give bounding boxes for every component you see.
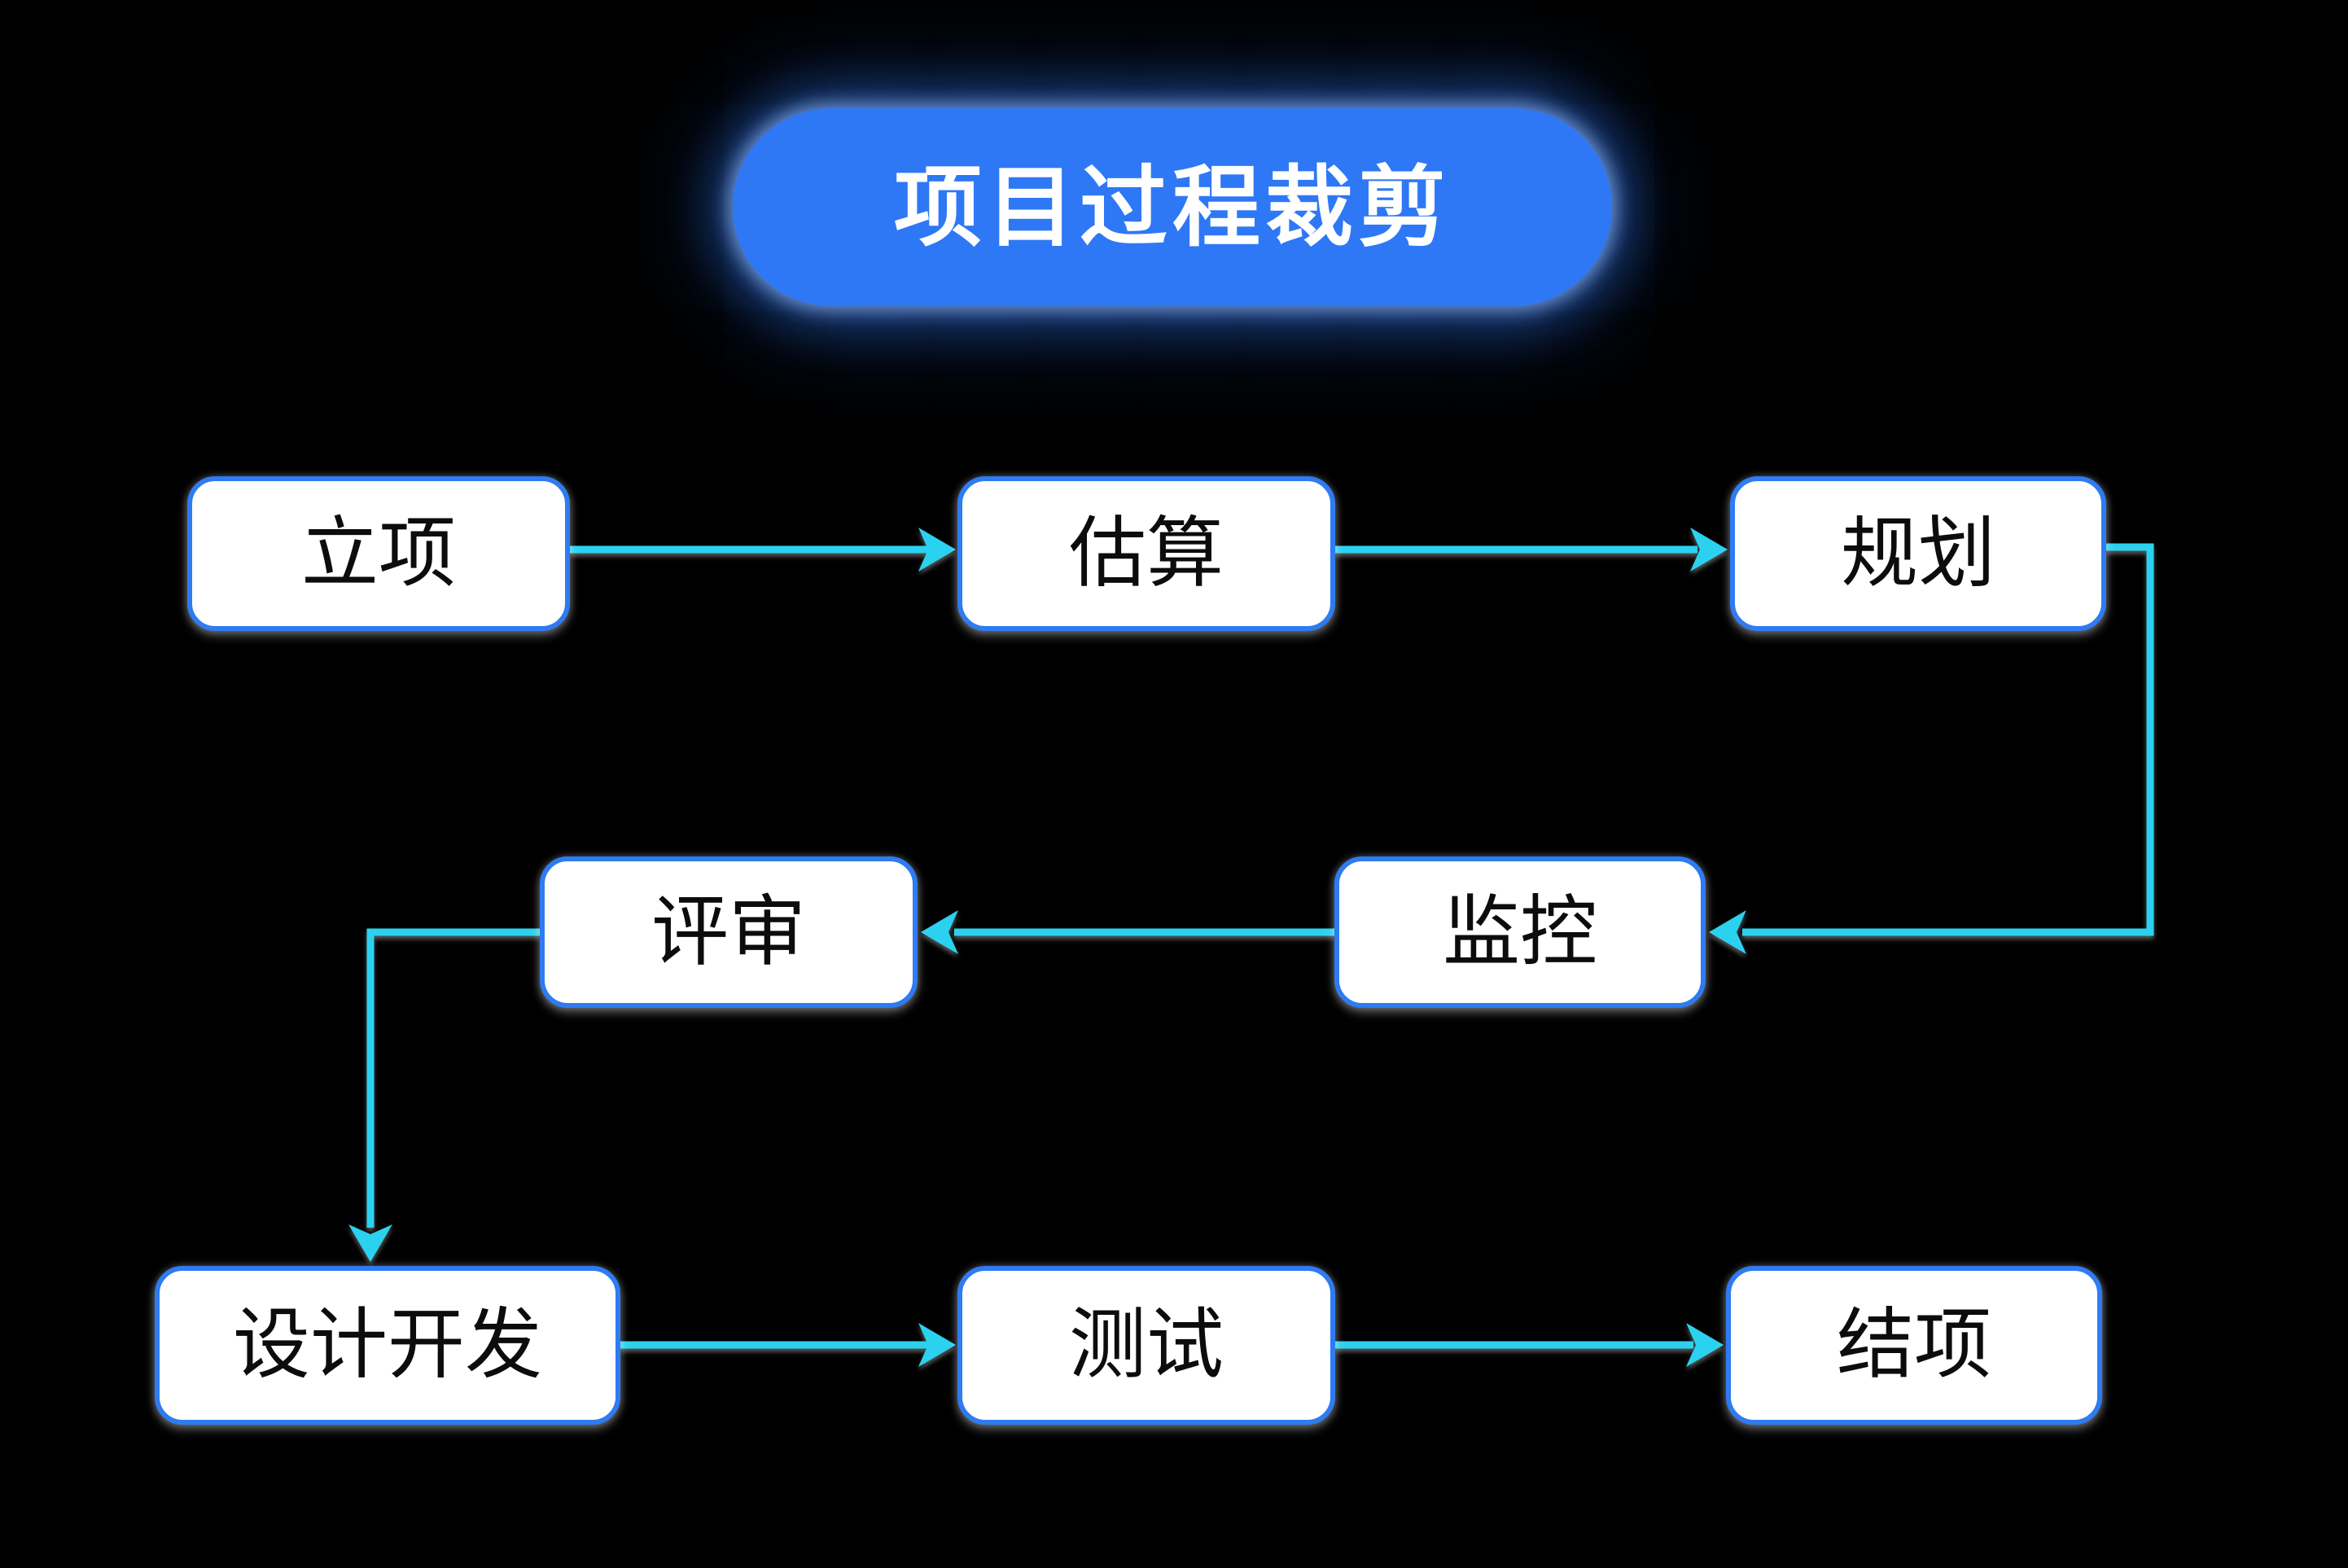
arrowhead-right-icon	[918, 1323, 956, 1367]
node-label: 规划	[1840, 510, 1995, 597]
node-testing: 测试	[957, 1266, 1335, 1425]
node-label: 评审	[651, 888, 806, 975]
arrowhead-right-icon	[918, 528, 956, 572]
node-monitoring: 监控	[1334, 856, 1706, 1008]
connector-planning-monitoring	[1742, 543, 2154, 936]
node-label: 测试	[1068, 1302, 1224, 1388]
node-label: 估算	[1068, 510, 1224, 597]
node-label: 监控	[1442, 888, 1597, 975]
node-closure: 结项	[1726, 1266, 2102, 1425]
node-estimation: 估算	[957, 476, 1335, 631]
arrowhead-right-icon	[1686, 1323, 1724, 1367]
node-label: 结项	[1836, 1302, 1991, 1388]
diagram-title-pill: 项目过程裁剪	[733, 108, 1612, 306]
node-label: 立项	[300, 510, 456, 597]
node-project-initiation: 立项	[187, 476, 570, 631]
node-planning: 规划	[1730, 476, 2106, 631]
arrowhead-down-icon	[348, 1224, 392, 1262]
node-design-development: 设计开发	[155, 1266, 620, 1425]
diagram-title: 项目过程裁剪	[893, 157, 1451, 256]
arrowhead-right-icon	[1690, 528, 1728, 572]
arrowhead-left-icon	[1709, 910, 1746, 954]
arrowhead-left-icon	[921, 910, 958, 954]
connector-review-design	[366, 928, 540, 1228]
node-label: 设计开发	[232, 1302, 542, 1388]
node-review: 评审	[540, 856, 918, 1008]
